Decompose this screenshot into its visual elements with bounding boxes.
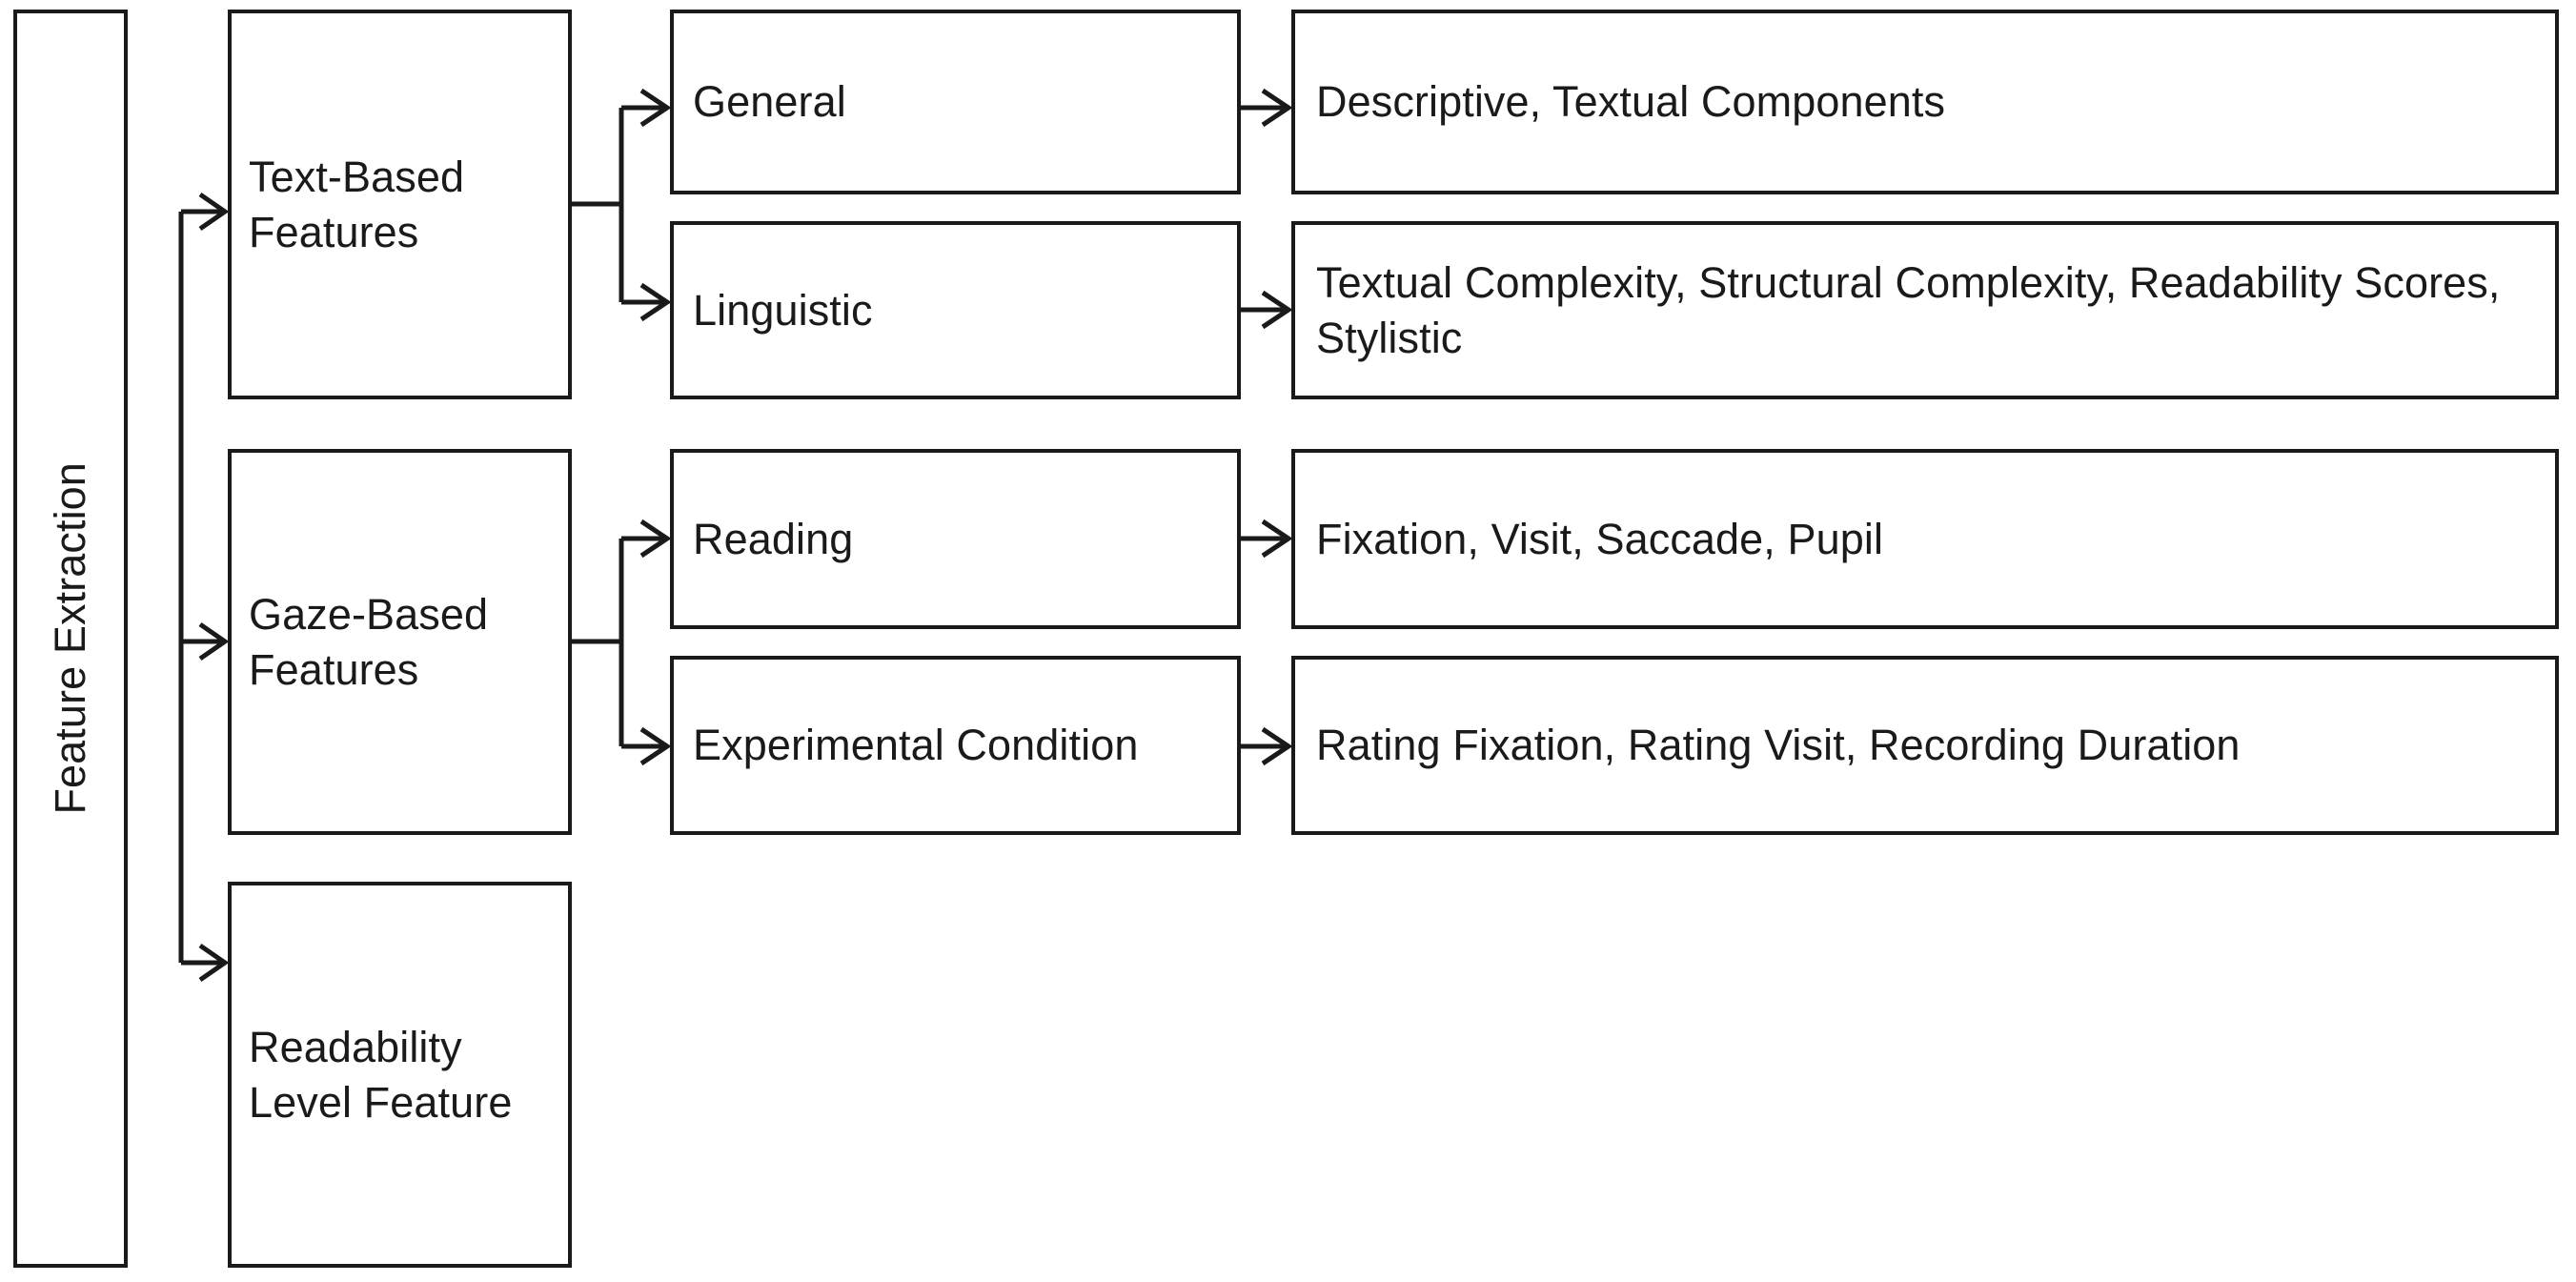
node-feature-extraction-label: Feature Extraction (46, 462, 95, 815)
node-feature-extraction[interactable]: Feature Extraction (13, 10, 128, 1268)
arrowhead-text-based (198, 192, 230, 232)
node-experimental-condition-label: Experimental Condition (693, 721, 1139, 770)
node-readability-level-feature-label: Readability Level Feature (249, 1022, 513, 1127)
node-reading-description[interactable]: Fixation, Visit, Saccade, Pupil (1291, 449, 2559, 629)
node-gaze-based-features-label: Gaze-Based Features (249, 589, 489, 694)
arrowhead-general (639, 88, 672, 128)
node-linguistic-description[interactable]: Textual Complexity, Structural Complexit… (1291, 221, 2559, 399)
node-readability-level-feature[interactable]: Readability Level Feature (228, 882, 572, 1268)
node-reading-label: Reading (693, 514, 854, 563)
node-general-description-label: Descriptive, Textual Components (1316, 77, 1946, 127)
node-linguistic-description-label: Textual Complexity, Structural Complexit… (1316, 257, 2501, 362)
node-text-based-features-label: Text-Based Features (249, 152, 465, 256)
arrowhead-linguistic (639, 282, 672, 322)
node-gaze-based-features[interactable]: Gaze-Based Features (228, 449, 572, 835)
arrowhead-reading (639, 519, 672, 559)
node-general-description[interactable]: Descriptive, Textual Components (1291, 10, 2559, 194)
arrowhead-desc-reading (1261, 519, 1293, 559)
arrowhead-readability (198, 943, 230, 983)
node-text-based-features[interactable]: Text-Based Features (228, 10, 572, 399)
node-experimental-condition-description-label: Rating Fixation, Rating Visit, Recording… (1316, 721, 2241, 770)
node-reading[interactable]: Reading (670, 449, 1241, 629)
arrowhead-experimental-condition (639, 726, 672, 766)
node-reading-description-label: Fixation, Visit, Saccade, Pupil (1316, 514, 1884, 563)
node-experimental-condition[interactable]: Experimental Condition (670, 656, 1241, 835)
node-general[interactable]: General (670, 10, 1241, 194)
arrowhead-desc-linguistic (1261, 290, 1293, 330)
arrowhead-gaze-based (198, 621, 230, 661)
node-general-label: General (693, 77, 846, 127)
node-linguistic[interactable]: Linguistic (670, 221, 1241, 399)
node-linguistic-label: Linguistic (693, 285, 873, 335)
arrowhead-desc-expcond (1261, 726, 1293, 766)
arrowhead-desc-text (1261, 88, 1293, 128)
node-experimental-condition-description[interactable]: Rating Fixation, Rating Visit, Recording… (1291, 656, 2559, 835)
